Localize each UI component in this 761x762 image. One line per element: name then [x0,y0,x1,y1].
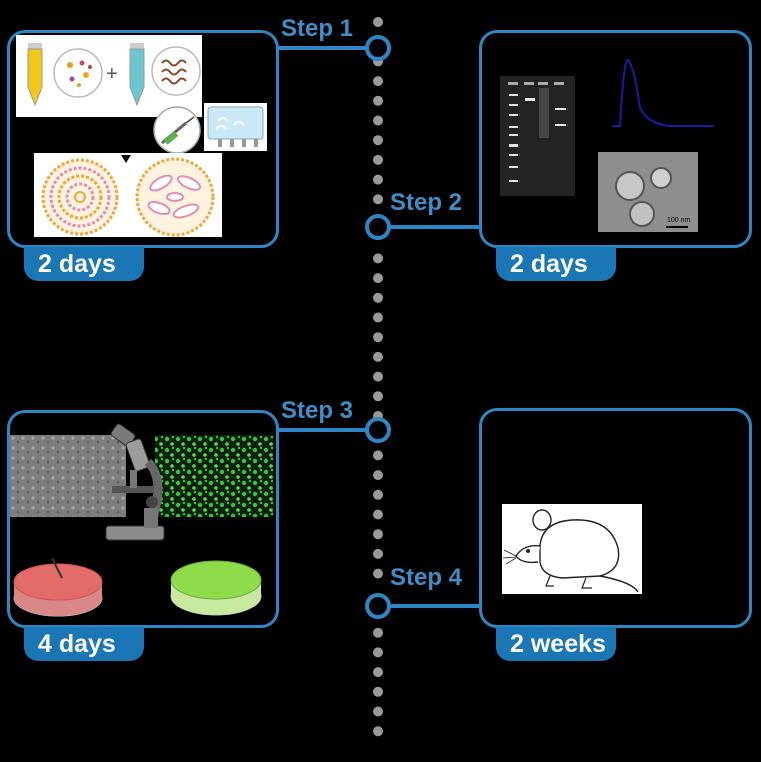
step-4-label: Step 4 [390,564,463,591]
timeline-dot [373,351,383,362]
cell-culture-images [10,435,274,517]
timeline-dot [373,76,383,87]
timeline-dot [373,292,383,303]
timeline-dot [373,706,383,717]
timeline-node-step-4 [365,593,391,619]
timeline-dot [373,154,383,165]
step-1-reagent-panel: + [16,35,202,117]
timeline-dot [373,627,383,638]
timeline-dot [373,529,383,540]
timeline-dot [373,489,383,500]
petri-dish-green-icon [168,556,264,618]
timeline-dot [373,194,383,205]
syringe-icon [152,105,202,155]
sample-tubes-icon: + [27,43,201,107]
timeline-dot [373,273,383,284]
timeline-dot [373,174,383,185]
timeline-dots [373,17,383,737]
tem-scale-bar-label: 100 nm [667,217,691,224]
timeline-dot [373,726,383,737]
timeline-dot [373,548,383,559]
timeline-dot [373,371,383,382]
rat-icon [502,504,642,594]
timeline-dot [373,568,383,579]
step-2-duration: 2 days [496,247,616,281]
size-distribution-curve-icon [610,56,716,130]
timeline-dot [373,509,383,520]
timeline-node-step-2 [365,214,391,240]
timeline-dot [373,686,383,697]
timeline-dot [373,253,383,264]
timeline-dot [373,135,383,146]
timeline-dot [373,332,383,343]
gel-electrophoresis-icon [500,76,575,196]
timeline-dot [373,450,383,461]
step-1-duration: 2 days [24,247,144,281]
ultrasound-bath-icon [204,103,267,151]
step-3-duration: 4 days [24,627,144,661]
liposome-icon [34,153,222,237]
timeline-dot [373,391,383,402]
step-1-label: Step 1 [281,15,354,42]
timeline-dot [373,647,383,658]
tem-image-icon: 100 nm [598,152,698,232]
timeline-dot [373,470,383,481]
timeline-dot [373,17,383,27]
timeline-dot [373,667,383,678]
timeline-dot [373,95,383,106]
step-4-duration: 2 weeks [496,627,616,661]
timeline-node-step-1 [365,35,391,61]
microscope-icon [104,422,170,550]
timeline-dot [373,312,383,323]
timeline-dot [373,115,383,126]
timeline-node-step-3 [365,417,391,443]
petri-dish-red-icon [12,556,104,618]
step-3-label: Step 3 [281,397,354,424]
step-2-label: Step 2 [390,189,463,216]
svg-text:+: + [106,63,118,85]
